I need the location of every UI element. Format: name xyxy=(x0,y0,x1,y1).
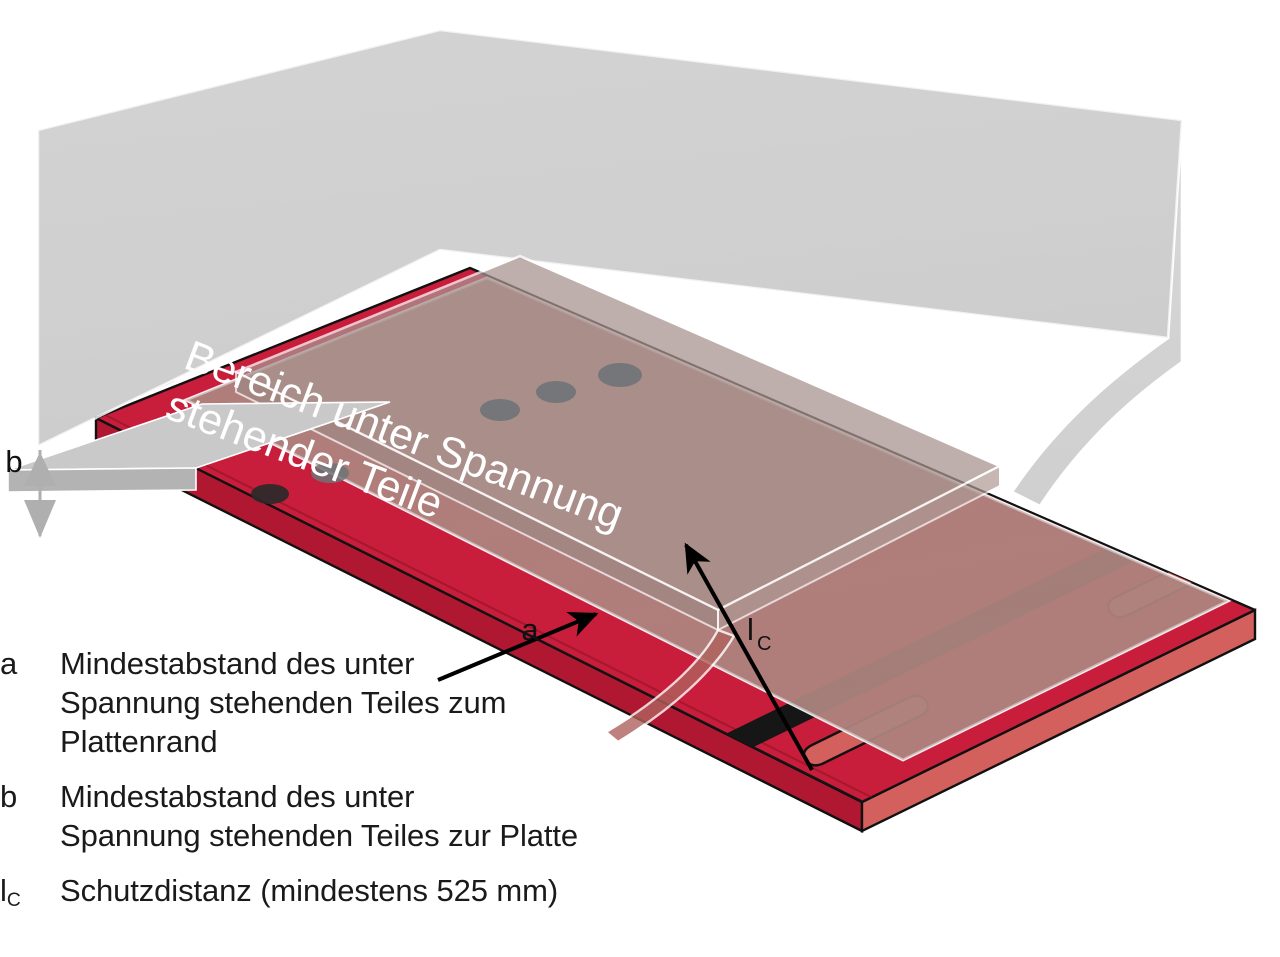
arrow-head-down xyxy=(24,500,56,538)
legend-symbol-lc: lC xyxy=(0,871,60,915)
legend-symbol-lc-text: l xyxy=(0,873,7,908)
legend-symbol-a: a xyxy=(0,644,60,683)
legend-line: Schutzdistanz (mindestens 525 mm) xyxy=(60,873,559,908)
legend-line: Spannung stehenden Teiles zum xyxy=(60,685,507,720)
legend-line: Mindestabstand des unter xyxy=(60,779,415,814)
dimension-arrow-b xyxy=(24,450,56,538)
bolt-head xyxy=(598,363,642,387)
legend-line: Plattenrand xyxy=(60,724,218,759)
envelope-top-rim xyxy=(36,28,1184,448)
bolt-heads xyxy=(251,363,642,504)
dimension-arrow-a xyxy=(437,611,599,682)
legend-line: Spannung stehenden Teiles zur Platte xyxy=(60,818,579,853)
legend-item-lc: lC Schutzdistanz (mindestens 525 mm) xyxy=(0,871,700,915)
legend-description-b: Mindestabstand des unter Spannung stehen… xyxy=(60,777,578,855)
bolt-head xyxy=(480,399,520,421)
callout-label-lc: l C xyxy=(747,612,771,655)
legend-item-a: a Mindestabstand des unter Spannung steh… xyxy=(0,644,700,761)
dimension-arrow-lc xyxy=(684,542,814,771)
callout-label-lc-sub: C xyxy=(757,633,771,655)
legend-description-a: Mindestabstand des unter Spannung stehen… xyxy=(60,644,506,761)
envelope-inner-shade xyxy=(38,30,1182,446)
legend-line: Mindestabstand des unter xyxy=(60,646,415,681)
bolt-head xyxy=(251,484,289,504)
legend-item-b: b Mindestabstand des unter Spannung steh… xyxy=(0,777,700,855)
legend-symbol-b-text: b xyxy=(0,779,18,814)
legend-symbol-b: b xyxy=(0,777,60,816)
envelope-interior-overlay xyxy=(186,254,1228,760)
arrow-head-up xyxy=(24,452,56,486)
bolt-head xyxy=(311,463,349,483)
bolt-head xyxy=(536,381,576,403)
legend-symbol-a-text: a xyxy=(0,646,18,681)
callout-label-b: b xyxy=(5,444,22,479)
legend: a Mindestabstand des unter Spannung steh… xyxy=(0,644,700,931)
callout-label-lc-main: l xyxy=(747,612,754,647)
legend-description-lc: Schutzdistanz (mindestens 525 mm) xyxy=(60,871,558,910)
callout-label-a: a xyxy=(521,612,539,647)
interior-plateau-front-right xyxy=(717,464,1001,632)
legend-symbol-lc-sub: C xyxy=(6,889,21,911)
interior-curve-front xyxy=(603,628,736,744)
protection-zone-envelope xyxy=(36,28,1184,508)
